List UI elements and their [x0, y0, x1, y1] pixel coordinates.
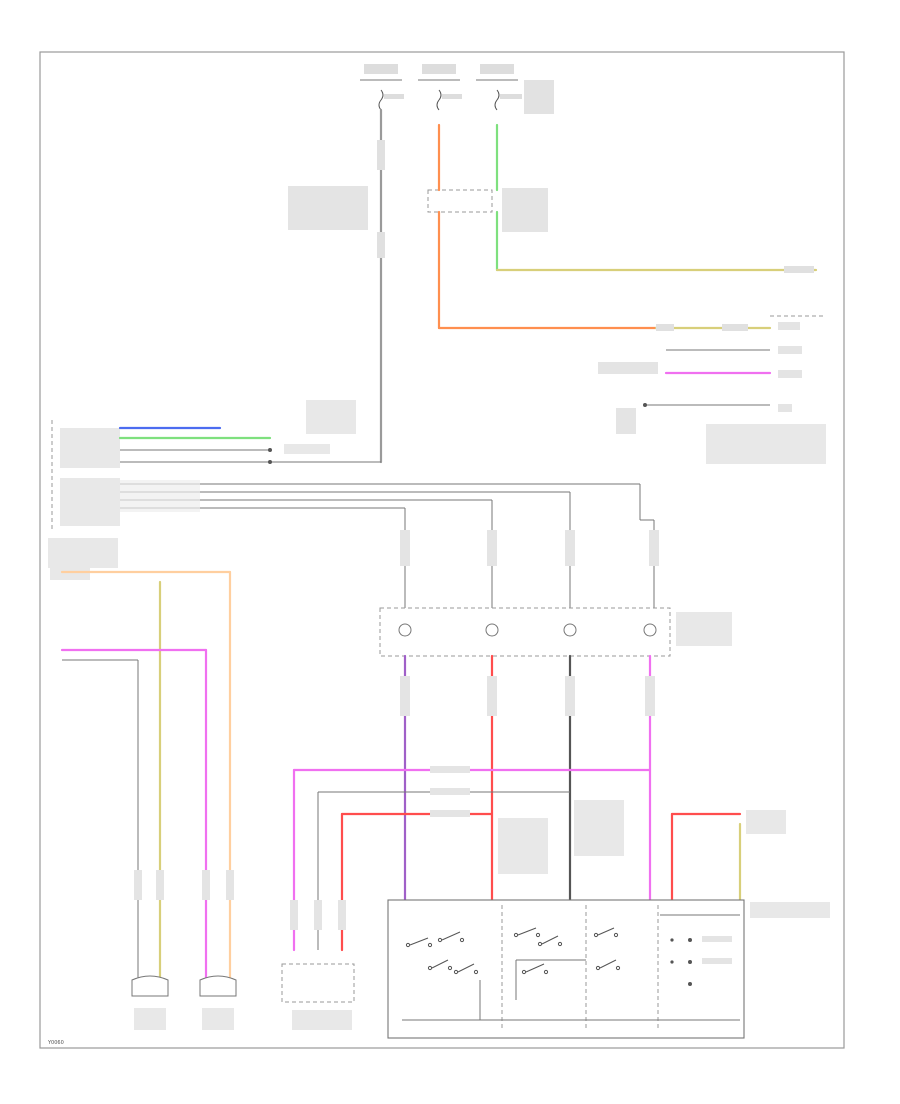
switch-assembly [387, 899, 830, 1039]
speaker-wires-left [48, 538, 234, 982]
label-block [364, 64, 398, 74]
speaker-left-front [131, 975, 169, 1030]
right-connector [598, 315, 826, 464]
wire-black-left-fuse [270, 108, 385, 464]
connector-box [427, 189, 493, 213]
speaker-right-front [199, 975, 237, 1030]
label-block [422, 64, 456, 74]
label-block [524, 80, 554, 114]
switch-feed-wires [292, 766, 786, 952]
module-feed-wires [400, 484, 659, 608]
label-block [502, 188, 548, 232]
module-output-wires [400, 654, 655, 902]
left-connector [51, 400, 640, 530]
wire-orange [437, 123, 772, 331]
fuse-block-top [360, 64, 554, 114]
lower-left-module [281, 900, 355, 1030]
diagram-border [39, 51, 845, 1049]
label-block [288, 186, 368, 230]
figure-id: Y0060 [47, 1040, 64, 1046]
wire-green [495, 123, 818, 273]
module-block [379, 607, 732, 657]
label-block [480, 64, 514, 74]
